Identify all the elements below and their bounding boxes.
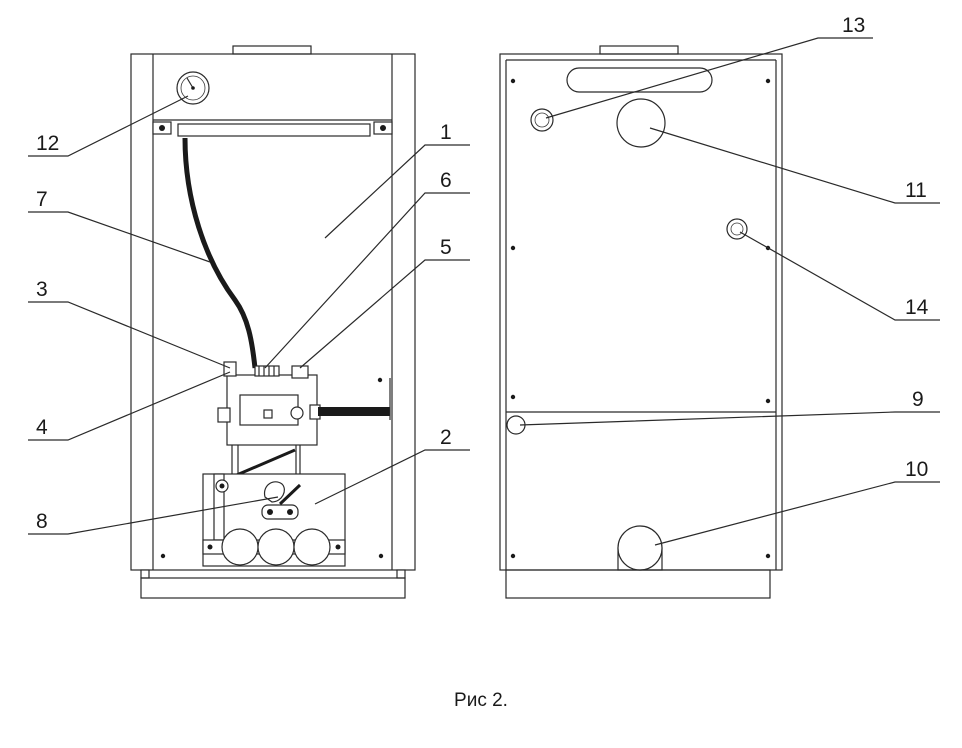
callout-11: 11 [905, 179, 927, 202]
burner-block [202, 473, 346, 567]
leader-lines [28, 37, 940, 546]
gas-valve [217, 361, 321, 446]
callout-labels: 12 7 3 4 8 1 6 5 2 13 11 14 9 10 [36, 14, 929, 533]
pressure-gauge [176, 71, 210, 105]
port-14 [726, 218, 748, 240]
callout-14: 14 [905, 296, 929, 319]
figure-caption: Рис 2. [454, 690, 508, 711]
callout-6: 6 [440, 169, 452, 192]
front-base [140, 577, 406, 599]
callout-3: 3 [36, 278, 48, 301]
front-casing [130, 53, 416, 571]
port-11 [616, 98, 666, 148]
port-13 [530, 108, 554, 132]
callout-7: 7 [36, 188, 48, 211]
top-rail [177, 123, 371, 137]
callout-9: 9 [912, 388, 924, 411]
capillary-tube [182, 137, 258, 369]
callout-10: 10 [905, 458, 928, 481]
back-view [499, 45, 783, 599]
callout-2: 2 [440, 426, 452, 449]
callout-5: 5 [440, 236, 452, 259]
back-base [505, 569, 771, 599]
callout-12: 12 [36, 132, 59, 155]
back-exhaust-collar [599, 45, 679, 55]
port-10 [617, 525, 663, 571]
callout-1: 1 [440, 121, 452, 144]
callout-13: 13 [842, 14, 865, 37]
front-exhaust-collar [232, 45, 312, 55]
callout-8: 8 [36, 510, 48, 533]
air-slot [566, 67, 713, 93]
callout-4: 4 [36, 416, 48, 439]
gas-inlet-pipe [318, 407, 390, 416]
